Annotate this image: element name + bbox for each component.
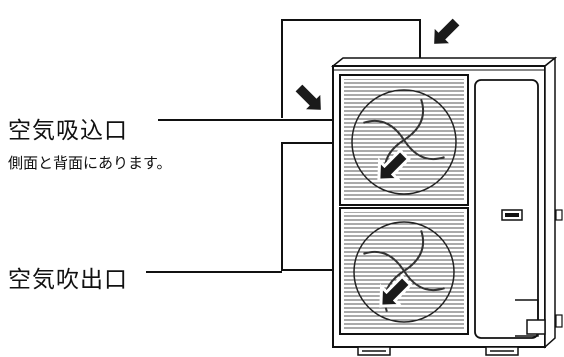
fan-blade: [403, 270, 445, 292]
top-fan-ring: [351, 89, 457, 195]
arrow-down-left-icon: [431, 15, 463, 47]
fan-blade: [403, 99, 425, 141]
fan-blade: [363, 250, 405, 272]
fan-blade: [403, 139, 445, 161]
top-fan-grille: [344, 79, 464, 200]
arrow-down-left-icon: [379, 274, 413, 308]
air-outlet-label: 空気吹出口: [8, 267, 128, 293]
arrow-down-right-icon: [292, 81, 324, 113]
outlet-leader-bracket: [281, 142, 370, 271]
fan-blade: [383, 270, 405, 312]
unit-feet: [357, 346, 519, 356]
service-panel: [474, 79, 539, 339]
panel-cover: [515, 299, 539, 337]
air-intake-label: 空気吸込口: [8, 118, 128, 144]
air-intake-note: 側面と背面にあります。: [8, 154, 172, 172]
intake-leader-bracket-upper: [281, 19, 421, 118]
fan-blade: [363, 119, 405, 141]
arrow-down-left-icon: [377, 148, 411, 182]
fan-blade: [403, 230, 425, 272]
pipe-connector: [526, 319, 546, 335]
bottom-fan-ring: [353, 221, 455, 323]
